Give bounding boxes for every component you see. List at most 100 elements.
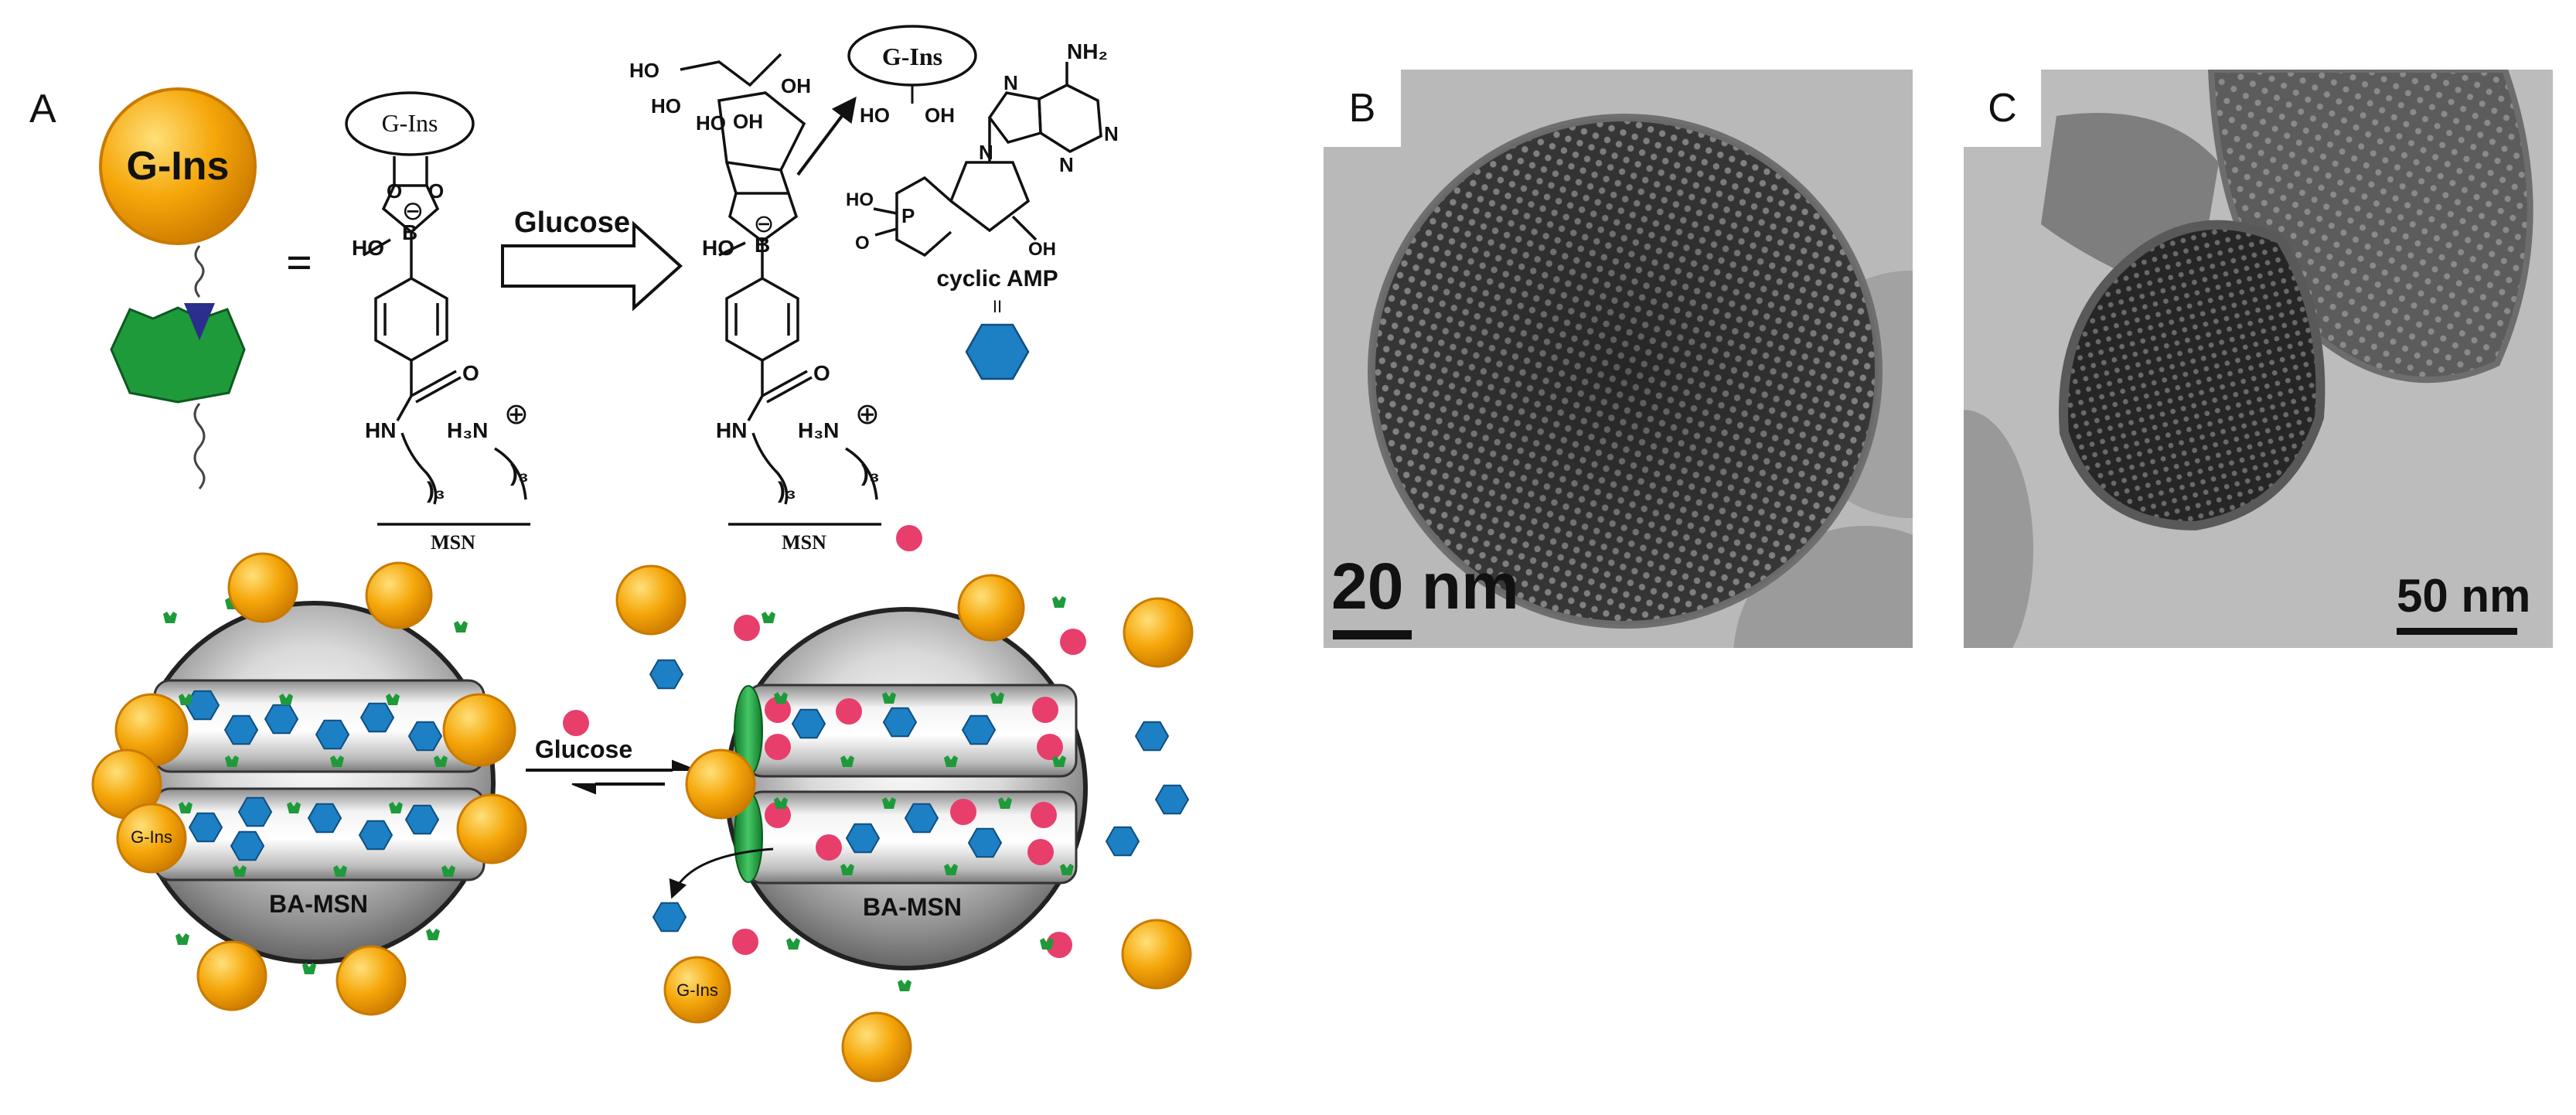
minus-charge-right: ⊖ bbox=[754, 209, 775, 238]
receptor-icon bbox=[441, 865, 455, 877]
camp-hexagon-icon bbox=[965, 323, 1030, 380]
glucose-dot bbox=[836, 698, 862, 725]
camp-hexagon bbox=[904, 803, 939, 834]
camp-hexagon bbox=[1105, 826, 1140, 857]
receptor-icon bbox=[944, 755, 958, 767]
glucose-dot bbox=[1060, 629, 1086, 655]
n-label-4: N bbox=[979, 141, 993, 164]
camp-hexagon bbox=[237, 796, 273, 827]
glucose-dot-icon bbox=[563, 710, 589, 736]
nh-right: HN bbox=[716, 418, 747, 442]
receptor-icon bbox=[179, 694, 193, 705]
nh-left: HN bbox=[365, 418, 396, 442]
o-carbonyl-left: O bbox=[462, 361, 479, 385]
receptor-icon bbox=[233, 865, 247, 877]
camp-label: cyclic AMP bbox=[936, 266, 1058, 292]
g-ins-sphere bbox=[336, 945, 407, 1016]
receptor-icon bbox=[333, 865, 347, 877]
glucose-arrow-label-top: Glucose bbox=[514, 206, 630, 239]
camp-hexagon bbox=[967, 827, 1003, 858]
h3n-left: H₃N bbox=[447, 418, 488, 442]
receptor-icon bbox=[882, 797, 896, 809]
camp-hexagon bbox=[649, 659, 684, 690]
g-ins-sphere bbox=[227, 552, 298, 623]
g-ins-sphere bbox=[1121, 919, 1192, 990]
plus-charge-left: ⊕ bbox=[504, 397, 529, 431]
release-curve-arrow bbox=[669, 847, 774, 899]
legend-g-ins-label: G-Ins bbox=[127, 144, 230, 189]
plus-charge-right: ⊕ bbox=[855, 397, 880, 431]
camp-equals: II bbox=[993, 297, 1002, 316]
h3n-right: H₃N bbox=[798, 418, 839, 442]
receptor-icon bbox=[179, 802, 193, 813]
camp-hexagon bbox=[315, 719, 350, 750]
receptor-icon bbox=[389, 802, 403, 813]
panel-a-label: A bbox=[29, 87, 56, 131]
right-particle-label: BA-MSN bbox=[863, 893, 962, 921]
g-ins-sphere bbox=[663, 956, 731, 1024]
receptor-icon bbox=[163, 612, 177, 623]
glucose-dot bbox=[734, 615, 760, 641]
sub3-left-a: )₃ bbox=[427, 478, 445, 503]
panel-c-tem-image: C 50 nm bbox=[1964, 70, 2553, 648]
tail-line bbox=[193, 403, 206, 489]
ba-msn-particle-left bbox=[91, 552, 527, 1016]
n-label-1: N bbox=[1003, 71, 1018, 94]
glucose-dot bbox=[896, 525, 922, 551]
receptor-icon bbox=[225, 755, 239, 767]
camp-hexagon bbox=[845, 823, 881, 854]
glucose-dot bbox=[950, 799, 976, 825]
receptor-icon bbox=[774, 692, 788, 704]
receptor-icon bbox=[990, 692, 1004, 704]
camp-structure bbox=[873, 62, 1102, 257]
receptor-icon bbox=[386, 694, 400, 705]
g-ins-released bbox=[615, 564, 1194, 1083]
g-ins-sphere bbox=[196, 940, 267, 1011]
ellipse-g-ins-top: G-Ins bbox=[382, 109, 438, 137]
camp-ho: HO bbox=[846, 189, 874, 210]
receptor-icon bbox=[110, 303, 246, 404]
sub3-right-a: )₃ bbox=[778, 478, 796, 503]
diol-oh: OH bbox=[925, 104, 955, 127]
camp-hexagon bbox=[359, 702, 395, 733]
g-ins-sphere bbox=[957, 574, 1025, 642]
g-ins-sphere bbox=[365, 561, 433, 629]
ho-right: HO bbox=[702, 236, 734, 260]
receptor-icon bbox=[1060, 864, 1074, 875]
n-label-2: N bbox=[1104, 122, 1119, 145]
panel-b-label: B bbox=[1324, 70, 1401, 147]
receptor-icon bbox=[762, 612, 775, 623]
camp-oh: OH bbox=[1028, 239, 1056, 260]
receptor-icon bbox=[454, 621, 468, 633]
released-g-ins-label: G-Ins bbox=[882, 43, 942, 70]
receptor-icon bbox=[1052, 755, 1066, 767]
receptor-icon bbox=[840, 864, 854, 875]
b-atom-right: B bbox=[755, 233, 770, 257]
sub3-left-b: )₃ bbox=[510, 461, 529, 486]
panel-b-scale-text: 20 nm bbox=[1331, 550, 1519, 622]
left-particle-label: BA-MSN bbox=[269, 890, 368, 918]
glucose-dot bbox=[1037, 734, 1063, 760]
g-ins-sphere bbox=[1123, 597, 1194, 668]
panel-c-label: C bbox=[1964, 70, 2041, 147]
minus-charge: ⊖ bbox=[402, 196, 424, 227]
receptor-icon bbox=[1040, 938, 1054, 950]
receptor-icon bbox=[786, 938, 800, 950]
camp-hexagon bbox=[404, 804, 440, 835]
hollow-arrow-icon bbox=[501, 220, 683, 312]
glucose-dot bbox=[1046, 932, 1072, 958]
receptor-icon bbox=[302, 963, 316, 974]
camp-hexagon bbox=[1154, 784, 1190, 815]
glucose-dot bbox=[1031, 802, 1057, 828]
equals-sign: = bbox=[286, 237, 312, 288]
receptor-icon bbox=[175, 933, 189, 945]
camp-hexagon bbox=[652, 902, 687, 933]
receptor-icon bbox=[998, 797, 1012, 809]
glucose-dot bbox=[732, 929, 758, 955]
b-atom-left: B bbox=[402, 220, 417, 244]
release-arrow bbox=[796, 96, 857, 176]
g-ins-sphere-icon: G-Ins bbox=[99, 87, 257, 245]
released-g-ins-ball-label: G-Ins bbox=[676, 980, 718, 1000]
g-ins-sphere bbox=[615, 564, 687, 636]
